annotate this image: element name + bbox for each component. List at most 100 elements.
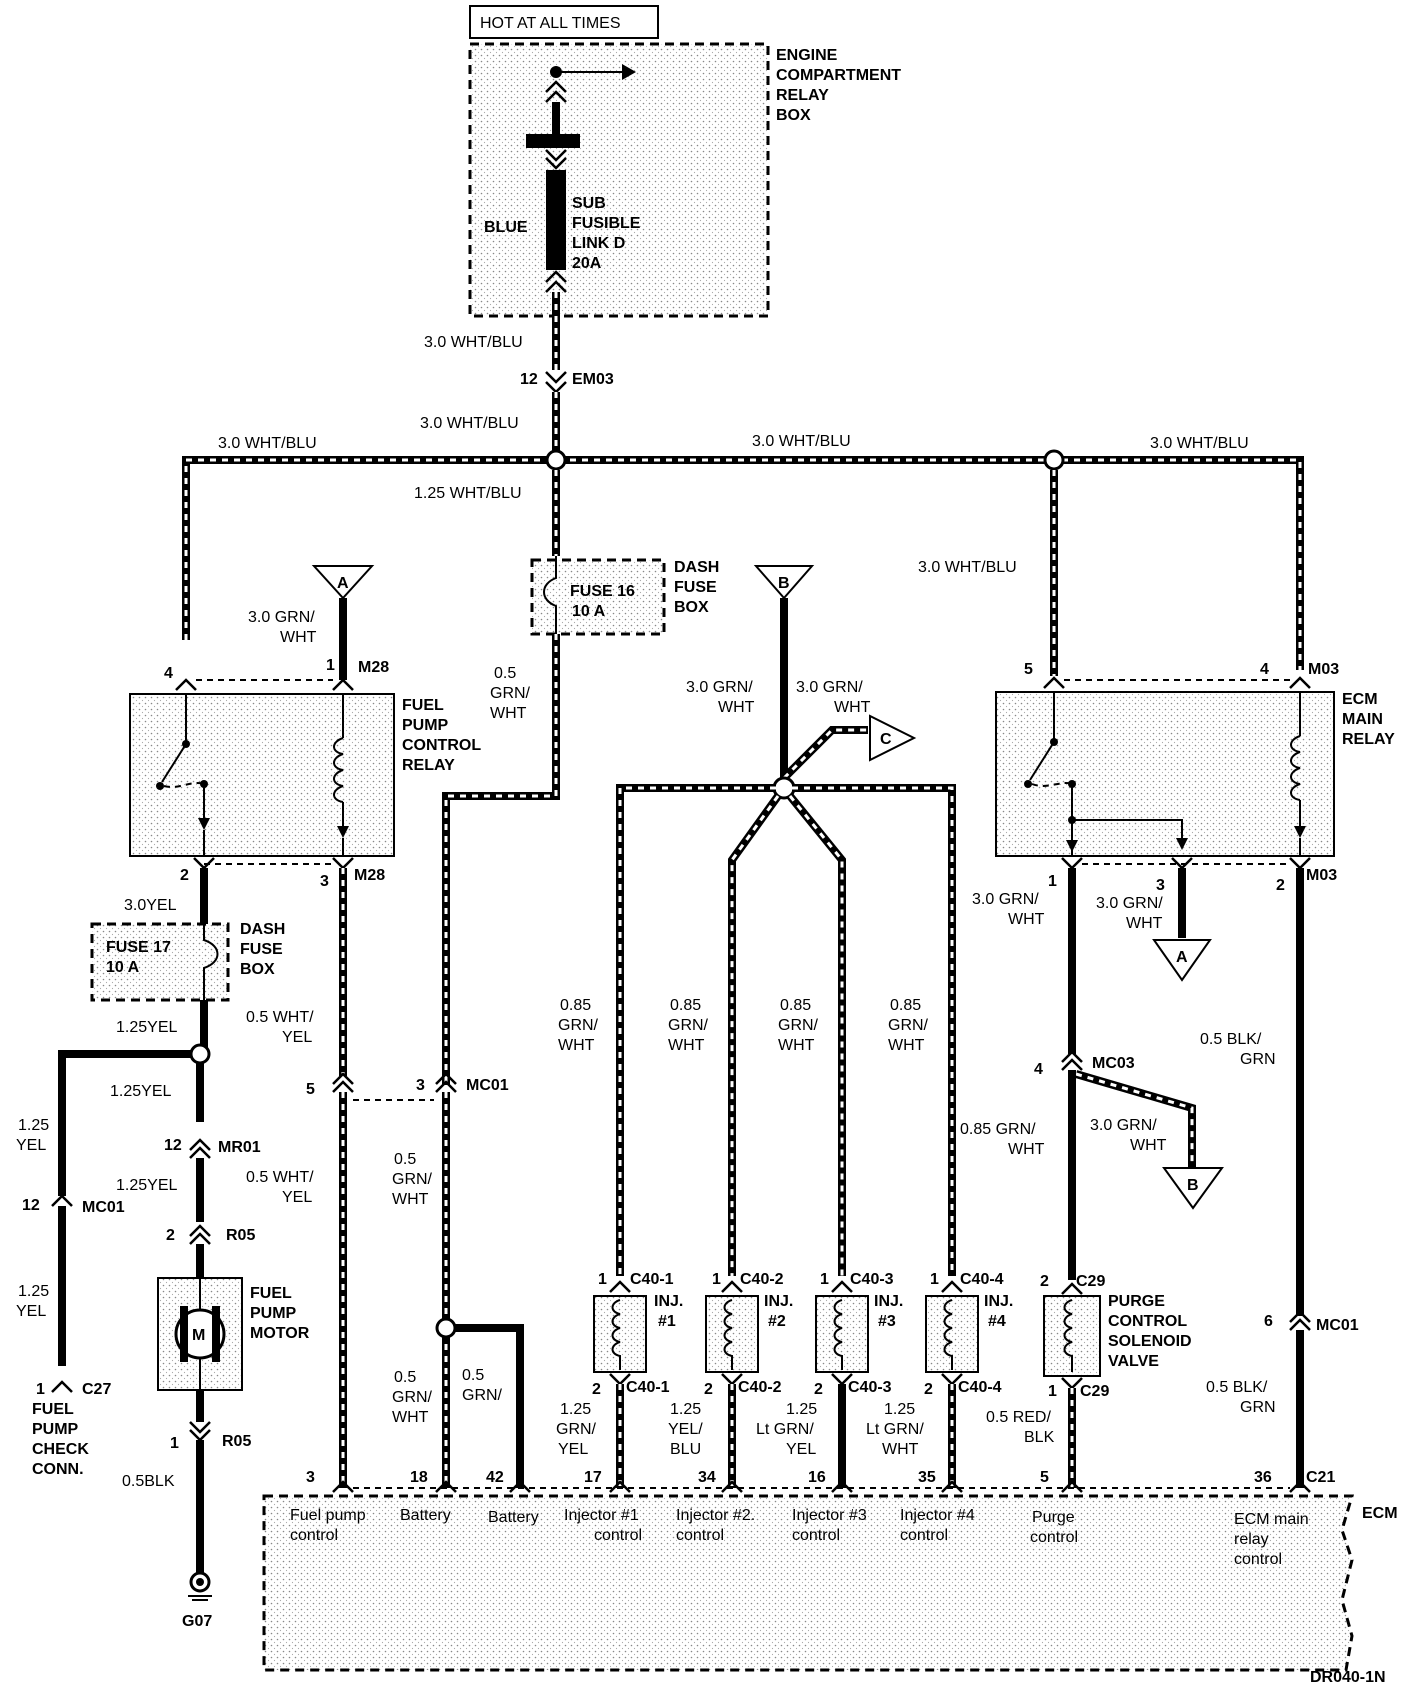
svg-text:CONTROL: CONTROL [1108, 1313, 1187, 1330]
svg-text:WHT: WHT [1126, 915, 1163, 932]
mc01-left-label: MC01 [82, 1199, 125, 1216]
ref-c [869, 714, 917, 762]
svg-text:0.5: 0.5 [494, 665, 516, 682]
wire-label-125yel-left: 1.25 YEL [16, 1117, 49, 1154]
svg-text:34: 34 [698, 1469, 716, 1486]
svg-text:DASH: DASH [240, 921, 285, 938]
svg-text:0.5 RED/: 0.5 RED/ [986, 1409, 1051, 1426]
mc01-right-label: MC01 [1316, 1317, 1359, 1334]
svg-text:20A: 20A [572, 255, 602, 272]
c21-label: C21 [1306, 1469, 1335, 1486]
svg-text:C29: C29 [1076, 1273, 1105, 1290]
svg-text:C: C [880, 731, 892, 748]
svg-text:C40-4: C40-4 [958, 1379, 1002, 1396]
ecm-main-relay-label: ECM MAIN RELAY [1342, 691, 1395, 748]
svg-text:1: 1 [1048, 873, 1057, 890]
ref-a-top [311, 565, 375, 600]
svg-text:2: 2 [814, 1381, 823, 1398]
wire-label-bus-left: 3.0 WHT/BLU [218, 435, 317, 452]
ecm-main-relay [995, 691, 1335, 857]
purge-valve-label: PURGE CONTROL SOLENOID VALVE [1108, 1293, 1192, 1370]
svg-text:A: A [337, 575, 349, 592]
injector-3: 1 C40-3 INJ. #3 2 C40-3 [814, 1271, 903, 1398]
svg-text:#3: #3 [878, 1313, 896, 1330]
svg-text:1: 1 [598, 1271, 607, 1288]
svg-text:1: 1 [36, 1381, 45, 1398]
ecm-label: ECM [1362, 1505, 1398, 1522]
svg-text:VALVE: VALVE [1108, 1353, 1159, 1370]
svg-text:RELAY: RELAY [402, 757, 455, 774]
injector-2: 1 C40-2 INJ. #2 2 C40-2 [704, 1271, 793, 1398]
svg-text:FUEL: FUEL [32, 1401, 74, 1418]
svg-text:FUSE: FUSE [674, 579, 717, 596]
svg-text:FUEL: FUEL [250, 1285, 292, 1302]
svg-text:SUB: SUB [572, 195, 606, 212]
wire-label-battery-feed-b: 0.5 GRN/ WHT 0.5 GRN/ [392, 1367, 503, 1426]
svg-text:GRN/: GRN/ [668, 1017, 709, 1034]
wire-label-085-purge: 0.85 GRN/ WHT [960, 1121, 1045, 1158]
fuse-17-label: FUSE 17 [106, 939, 171, 956]
svg-text:2: 2 [1040, 1273, 1049, 1290]
mc01-right-connector [1289, 1310, 1311, 1331]
svg-text:GRN/: GRN/ [490, 685, 531, 702]
svg-text:1: 1 [170, 1435, 179, 1452]
mc03-label: MC03 [1092, 1055, 1135, 1072]
svg-text:18: 18 [410, 1469, 428, 1486]
ecm-terminal-connectors [332, 1480, 1311, 1493]
svg-text:GRN: GRN [1240, 1051, 1276, 1068]
svg-text:ECM: ECM [1342, 691, 1378, 708]
svg-text:control: control [792, 1527, 840, 1544]
svg-text:0.5 WHT/: 0.5 WHT/ [246, 1009, 314, 1026]
svg-text:FUSIBLE: FUSIBLE [572, 215, 641, 232]
wire-label-05blk: 0.5BLK [122, 1473, 175, 1490]
svg-text:4: 4 [1034, 1061, 1043, 1078]
svg-text:YEL: YEL [282, 1189, 312, 1206]
mc01-left-connector [51, 1194, 73, 1207]
svg-text:3.0 GRN/: 3.0 GRN/ [248, 609, 315, 626]
svg-text:COMPARTMENT: COMPARTMENT [776, 67, 901, 84]
svg-text:3.0 GRN/: 3.0 GRN/ [972, 891, 1039, 908]
svg-text:GRN/: GRN/ [556, 1421, 597, 1438]
wire-label-05wht-yel-b: 0.5 WHT/ YEL [246, 1169, 314, 1206]
svg-text:1.25: 1.25 [18, 1117, 49, 1134]
svg-text:C40-4: C40-4 [960, 1271, 1004, 1288]
fuse-16-rating: 10 A [572, 603, 606, 620]
svg-text:17: 17 [584, 1469, 602, 1486]
ecm-box [262, 1494, 1355, 1672]
wire-label-inj-feed: 3.0 GRN/ WHT [686, 679, 755, 716]
svg-text:#2: #2 [768, 1313, 786, 1330]
svg-text:1: 1 [930, 1271, 939, 1288]
svg-text:#4: #4 [988, 1313, 1006, 1330]
svg-text:0.85: 0.85 [780, 997, 811, 1014]
fuel-pump-control-relay [129, 693, 395, 857]
svg-text:RELAY: RELAY [776, 87, 829, 104]
svg-text:2: 2 [592, 1381, 601, 1398]
svg-text:#1: #1 [658, 1313, 676, 1330]
svg-text:MAIN: MAIN [1342, 711, 1383, 728]
svg-text:YEL: YEL [558, 1441, 588, 1458]
svg-text:PUMP: PUMP [250, 1305, 297, 1322]
svg-text:YEL: YEL [282, 1029, 312, 1046]
svg-text:FUSE: FUSE [240, 941, 283, 958]
engine-relay-box-label: ENGINE COMPARTMENT RELAY BOX [776, 47, 901, 124]
svg-text:C40-3: C40-3 [850, 1271, 894, 1288]
m03-bottom-label: M03 [1306, 867, 1337, 884]
svg-text:WHT: WHT [882, 1441, 919, 1458]
svg-text:YEL: YEL [16, 1137, 46, 1154]
em03-label: EM03 [572, 371, 614, 388]
svg-text:35: 35 [918, 1469, 936, 1486]
r05-top-label: R05 [226, 1227, 255, 1244]
svg-text:0.5 BLK/: 0.5 BLK/ [1200, 1031, 1262, 1048]
bus-arrow-icon [622, 64, 636, 80]
svg-text:WHT: WHT [668, 1037, 705, 1054]
wire-label-05wht-yel-a: 0.5 WHT/ YEL [246, 1009, 314, 1046]
svg-text:4: 4 [1260, 661, 1269, 678]
wire-label-125yel-check: 1.25 YEL [16, 1283, 49, 1320]
svg-text:BLU: BLU [670, 1441, 701, 1458]
svg-text:12: 12 [164, 1137, 182, 1154]
svg-text:B: B [1187, 1177, 1199, 1194]
drawing-code: DR040-1N [1310, 1669, 1386, 1686]
svg-text:WHT: WHT [834, 699, 871, 716]
svg-text:Injector #3: Injector #3 [792, 1507, 867, 1524]
mc01-center-connector [435, 1072, 457, 1093]
